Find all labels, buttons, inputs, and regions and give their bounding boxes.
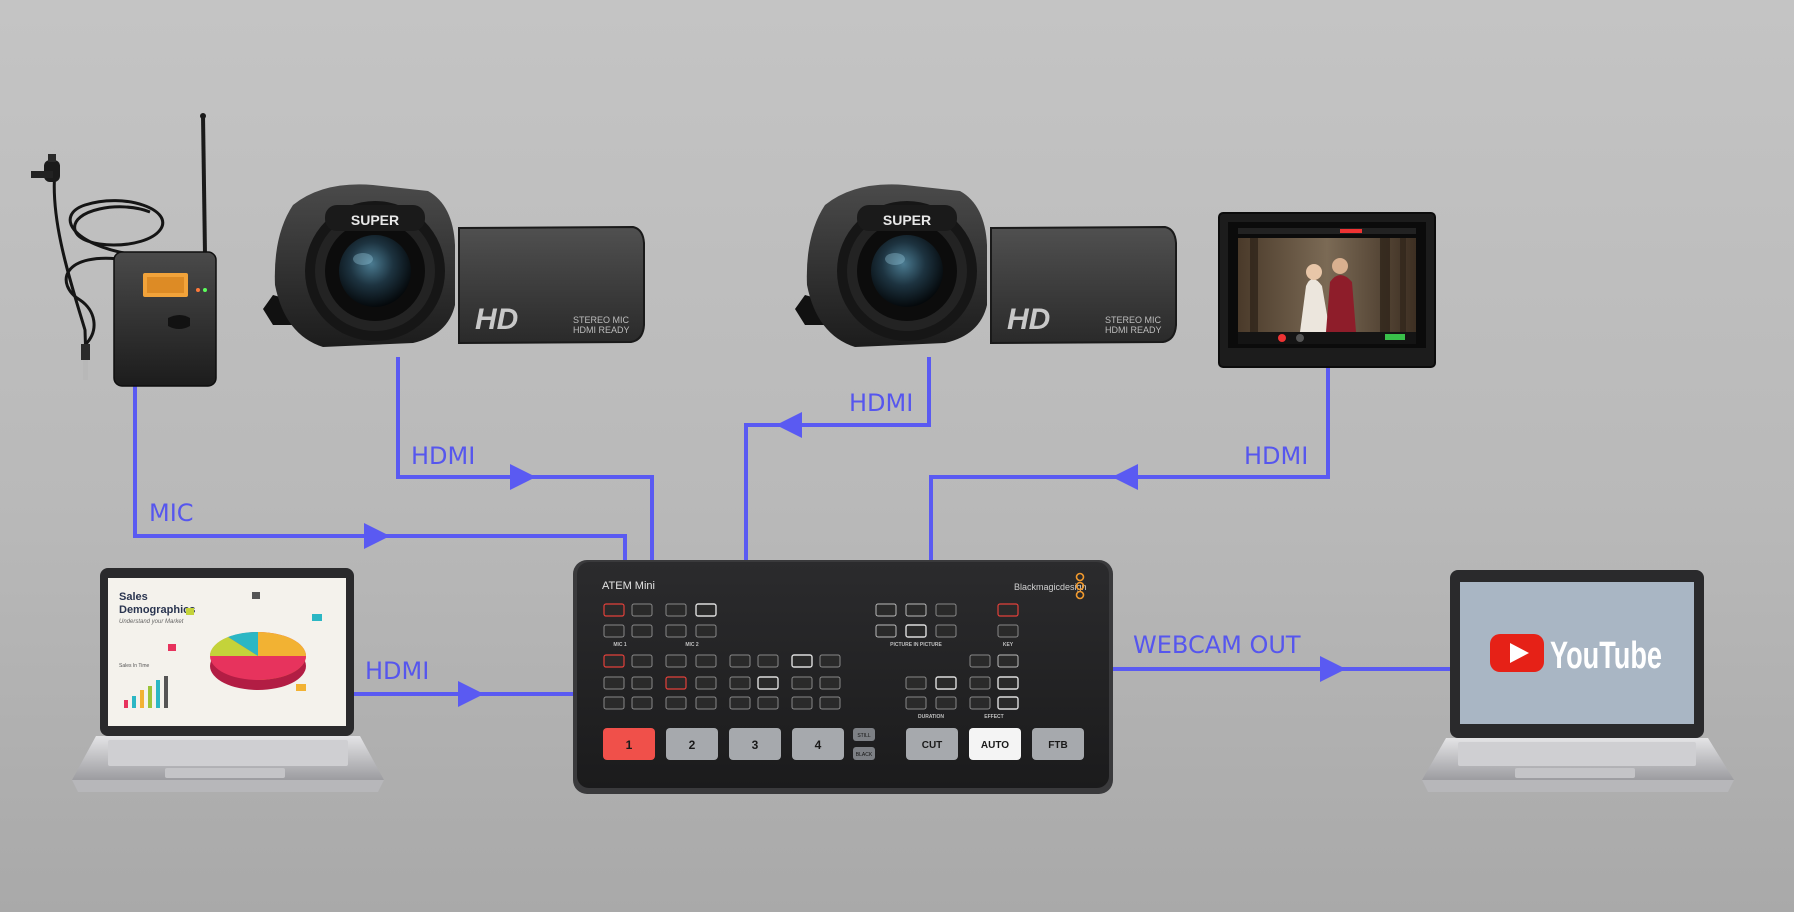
input-button-1[interactable] [603, 728, 655, 760]
hd-badge: HD [475, 303, 518, 336]
cam2-arrow [776, 412, 802, 438]
camera-brand-label: SUPER [883, 212, 931, 228]
brand-logo-icon [1075, 572, 1085, 600]
input-button-4-label: 4 [815, 738, 822, 752]
stereo-mic-badge: STEREO MIC [1105, 315, 1162, 325]
laptop-screen-title-2: Demographics [119, 604, 195, 616]
camcorder-icon: SUPER HD STEREO MIC HDMI READY [263, 184, 645, 347]
pip-key-controls: PICTURE IN PICTURE KEY [875, 603, 1019, 648]
mic-arrow [364, 523, 390, 549]
youtube-logo-icon: YouTube [1490, 634, 1662, 677]
recorder-monitor-icon [1218, 212, 1436, 368]
laptop-icon: Sales Demographics Understand your Marke… [72, 568, 384, 792]
camcorder-icon: SUPER HD STEREO MIC HDMI READY [795, 184, 1177, 347]
input-button-2[interactable] [666, 728, 718, 760]
connection-wires [133, 357, 1452, 707]
input-audio-controls [603, 654, 841, 710]
cam1-hdmi-label: HDMI [411, 442, 475, 470]
switcher-brand: Blackmagicdesign [1014, 582, 1087, 592]
youtube-wordmark: YouTube [1550, 635, 1662, 677]
ftb-button-label: FTB [1048, 740, 1067, 751]
cam2-hdmi-label: HDMI [849, 389, 913, 417]
black-button-label: BLACK [856, 752, 873, 758]
webcam-out-label: WEBCAM OUT [1133, 631, 1301, 659]
laptop-hdmi-label: HDMI [365, 657, 429, 685]
laptop-icon: YouTube [1422, 570, 1734, 792]
transition-controls: DURATION EFFECT [905, 654, 1019, 720]
switcher-name: ATEM Mini [602, 580, 655, 592]
cam1-arrow [510, 464, 536, 490]
cam2-wire [744, 357, 931, 560]
camera-brand-label: SUPER [351, 212, 399, 228]
laptop-arrow [458, 681, 484, 707]
laptop-screen-caption: Sales In Time [119, 663, 150, 669]
still-button-label: STILL [857, 733, 871, 739]
effect-label: EFFECT [984, 714, 1003, 720]
laptop-pie [209, 631, 306, 690]
stereo-mic-badge: STEREO MIC [573, 315, 630, 325]
key-label: KEY [1003, 642, 1014, 648]
auto-button-label: AUTO [981, 740, 1009, 751]
mic1-label: MIC 1 [613, 642, 627, 648]
mic2-label: MIC 2 [685, 642, 699, 648]
input-button-3[interactable] [729, 728, 781, 760]
duration-label: DURATION [918, 714, 944, 720]
input-button-3-label: 3 [752, 738, 759, 752]
mic-label: MIC [149, 499, 194, 527]
transition-buttons: CUT AUTO FTB [906, 728, 1084, 760]
cut-button[interactable] [906, 728, 958, 760]
webcam-arrow [1320, 656, 1346, 682]
hdmi-ready-badge: HDMI READY [573, 325, 630, 335]
mic-controls: MIC 1 MIC 2 [603, 603, 717, 648]
input-buttons: 1 2 3 4 STILL BLACK [603, 728, 875, 760]
hdmi-ready-badge: HDMI READY [1105, 325, 1162, 335]
auto-button[interactable] [969, 728, 1021, 760]
input-button-1-label: 1 [626, 738, 633, 752]
input-button-4[interactable] [792, 728, 844, 760]
input-button-2-label: 2 [689, 738, 696, 752]
laptop-mini-bars [124, 676, 168, 708]
lavalier-mic-icon [31, 113, 217, 387]
recorder-hdmi-label: HDMI [1244, 442, 1308, 470]
pip-label: PICTURE IN PICTURE [890, 642, 942, 648]
black-button[interactable] [853, 747, 875, 760]
hd-badge: HD [1007, 303, 1050, 336]
laptop-screen-subtitle: Understand your Market [119, 619, 184, 625]
ftb-button[interactable] [1032, 728, 1084, 760]
still-button[interactable] [853, 728, 875, 741]
laptop-screen-title-1: Sales [119, 591, 148, 603]
atem-mini-switcher: ATEM Mini Blackmagicdesign MIC 1 MIC 2 [573, 560, 1113, 794]
recorder-arrow [1112, 464, 1138, 490]
cut-button-label: CUT [922, 740, 943, 751]
